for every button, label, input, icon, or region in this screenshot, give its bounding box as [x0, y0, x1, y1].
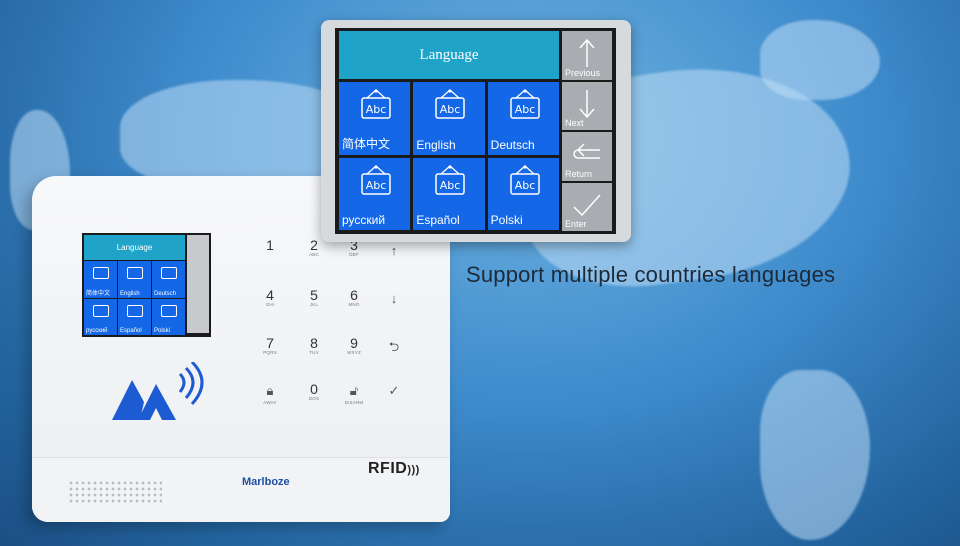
- small-lang-cell[interactable]: 简体中文: [84, 261, 117, 298]
- screen-title: Language: [339, 31, 559, 79]
- map-south-america: [760, 370, 870, 540]
- tagline: Support multiple countries languages: [466, 262, 836, 287]
- small-lang-cell[interactable]: русский: [84, 298, 117, 335]
- rfid-wave-icon: ))): [407, 464, 420, 476]
- arrow-down-icon: ↓: [390, 291, 398, 306]
- return-icon: ⮌: [388, 339, 400, 354]
- svg-text:Abc: Abc: [366, 103, 387, 116]
- unlock-icon: 🔓︎: [349, 383, 359, 398]
- key-up[interactable]: ↑: [378, 242, 410, 260]
- language-option-deutsch[interactable]: Abc Deutsch: [487, 82, 559, 155]
- abc-sign-icon: Abc: [361, 89, 391, 119]
- svg-text:Abc: Abc: [514, 103, 535, 116]
- key-down[interactable]: ↓: [378, 290, 410, 308]
- small-lang-cell[interactable]: English: [118, 261, 151, 298]
- arrow-up-icon: ↑: [390, 243, 398, 258]
- next-button[interactable]: Next: [562, 81, 612, 130]
- svg-text:Abc: Abc: [514, 179, 535, 192]
- panel-screen[interactable]: Language 简体中文 English Deutsch русский Es…: [82, 233, 211, 337]
- key-arm[interactable]: 🔒︎AWAY: [263, 383, 277, 405]
- side-buttons: Previous Next Return Ente: [562, 31, 612, 231]
- svg-text:Abc: Abc: [440, 103, 461, 116]
- key-disarm[interactable]: 🔓︎DISARM: [344, 383, 364, 405]
- speaker-grille: [68, 480, 162, 504]
- screen-frame: Language Abc 简体中文 Abc English: [335, 28, 616, 234]
- small-lang-cell[interactable]: Deutsch: [152, 261, 185, 298]
- language-grid: Abc 简体中文 Abc English Abc: [339, 82, 559, 230]
- brand-logo-icon: [112, 362, 204, 420]
- abc-sign-icon: Abc: [435, 164, 466, 195]
- svg-text:Abc: Abc: [440, 179, 461, 192]
- arrow-down-icon: [579, 89, 595, 118]
- key-1[interactable]: 1: [266, 237, 274, 253]
- lock-icon: 🔒︎: [266, 383, 274, 398]
- rfid-label: RFID))): [368, 460, 420, 477]
- arrow-up-icon: [579, 38, 595, 67]
- svg-text:Abc: Abc: [366, 179, 387, 192]
- check-icon: [573, 193, 601, 216]
- language-option-english[interactable]: Abc English: [413, 82, 485, 155]
- language-option-polski[interactable]: Abc Polski: [487, 157, 559, 230]
- check-icon: ✓: [388, 383, 400, 398]
- map-greenland: [760, 20, 880, 100]
- key-return[interactable]: ⮌: [378, 338, 410, 360]
- key-enter[interactable]: ✓: [378, 382, 410, 400]
- brand-name: Marlboze: [242, 476, 290, 488]
- language-option-russian[interactable]: Abc русский: [339, 157, 411, 230]
- abc-sign-icon: Abc: [435, 89, 466, 119]
- abc-sign-icon: Abc: [361, 164, 391, 195]
- enter-button[interactable]: Enter: [562, 182, 612, 231]
- small-lang-cell[interactable]: Polski: [152, 298, 185, 335]
- return-icon: [573, 143, 600, 159]
- language-option-chinese[interactable]: Abc 简体中文: [339, 82, 411, 155]
- small-lang-cell[interactable]: Español: [118, 298, 151, 335]
- previous-button[interactable]: Previous: [562, 31, 612, 80]
- abc-sign-icon: Abc: [509, 164, 540, 195]
- language-option-espanol[interactable]: Abc Español: [413, 157, 485, 230]
- small-side-buttons[interactable]: [187, 235, 209, 333]
- return-button[interactable]: Return: [562, 132, 612, 181]
- abc-sign-icon: Abc: [509, 89, 540, 119]
- screen-title-small: Language: [84, 235, 185, 260]
- zoomed-screen: Language Abc 简体中文 Abc English: [321, 20, 631, 242]
